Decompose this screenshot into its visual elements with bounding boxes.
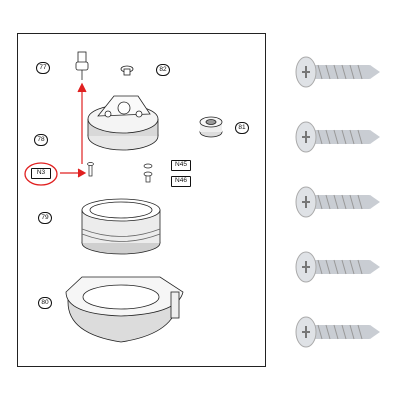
- callout-79: 79: [38, 212, 52, 224]
- callout-n3: N3: [31, 168, 51, 179]
- callout-77: 77: [36, 62, 50, 74]
- callout-78: 78: [34, 134, 48, 146]
- bracket-part: [75, 51, 89, 80]
- cap-part: [199, 116, 223, 138]
- n3-highlight-circle: [24, 162, 58, 186]
- screw-image-2: [295, 121, 380, 153]
- ring-gear: [81, 198, 161, 255]
- screw-image-3: [295, 186, 380, 218]
- callout-80: 80: [38, 297, 52, 309]
- highlight-arrow: [60, 82, 87, 178]
- callout-81: 81: [235, 122, 249, 134]
- motor-head: [87, 95, 159, 151]
- base-housing: [65, 276, 184, 343]
- screw-image-4: [295, 251, 380, 283]
- plug-part: [120, 65, 134, 76]
- exploded-parts-diagram: 77 82 78 81 N45 N46 79 80 N3: [17, 33, 266, 367]
- callout-82: 82: [156, 64, 170, 76]
- callout-n45: N45: [171, 160, 191, 171]
- parts-drawing: [60, 51, 223, 343]
- callout-n46: N46: [171, 176, 191, 187]
- small-screws: [87, 162, 153, 183]
- screw-product-photos: [292, 50, 382, 360]
- screw-image-5: [295, 316, 380, 348]
- screw-image-1: [295, 56, 380, 88]
